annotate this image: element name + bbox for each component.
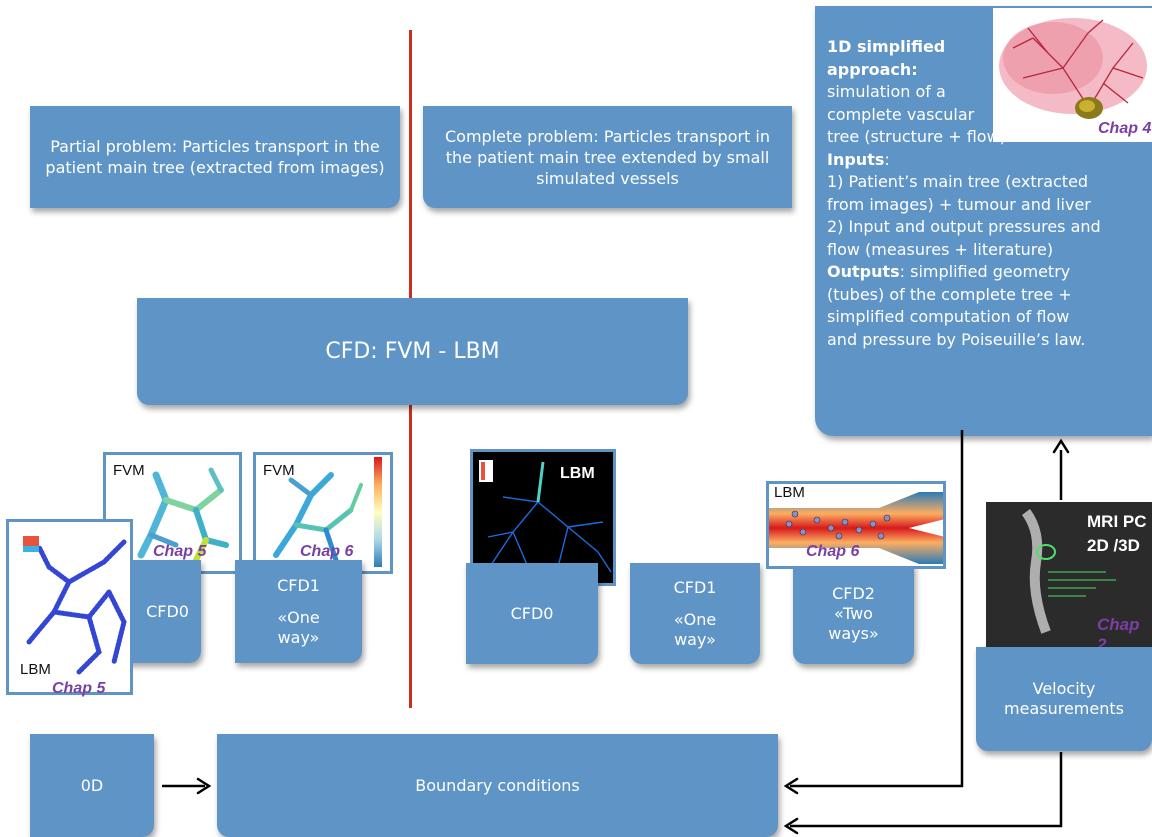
lbm-thumbnail-left bbox=[6, 519, 133, 695]
liver-vascular-image bbox=[993, 8, 1152, 142]
arrow-info-to-boundary bbox=[790, 430, 964, 788]
mid-cfd2-line2: «Two bbox=[834, 603, 873, 623]
output-line-3: simplified computation of flow bbox=[827, 307, 1070, 326]
input-2a: 2) Input and output pressures and bbox=[827, 217, 1101, 236]
fvm-label-1: FVM bbox=[113, 462, 145, 479]
approach-line-2: complete vascular bbox=[827, 104, 975, 124]
mri-scan-drawing bbox=[986, 502, 1152, 647]
fvm-thumbnail-1 bbox=[103, 452, 242, 574]
mri-label-2: 2D /3D bbox=[1087, 536, 1140, 555]
lbm-label-mid: LBM bbox=[560, 465, 595, 482]
velocity-line1: Velocity bbox=[1032, 679, 1096, 698]
input-1a: 1) Patient’s main tree (extracted bbox=[827, 172, 1089, 191]
cfd-method-box: CFD: FVM - LBM bbox=[137, 298, 688, 405]
mid-cfd0-box: CFD0 bbox=[466, 563, 598, 664]
mri-thumbnail bbox=[986, 502, 1152, 647]
lbm-flow-drawing bbox=[769, 492, 943, 564]
left-cfd1-line2: «One bbox=[277, 607, 320, 627]
velocity-line2: measurements bbox=[1004, 699, 1124, 718]
chap2-label: Chap 2 bbox=[1097, 615, 1140, 654]
mid-cfd1-line1: CFD1 bbox=[673, 577, 717, 597]
chap5-label-b: Chap 5 bbox=[52, 680, 106, 697]
left-cfd1-box: CFD1 «One way» bbox=[235, 560, 362, 663]
partial-problem-box: Partial problem: Particles transport in … bbox=[30, 106, 400, 208]
mid-cfd0-text: CFD0 bbox=[510, 604, 554, 623]
input-1b: from images) + tumour and liver bbox=[827, 194, 1091, 214]
liver-tree-drawing bbox=[999, 18, 1147, 119]
lbm-tree-drawing-mid bbox=[473, 452, 613, 583]
outputs-heading: Outputs: simplified geometry bbox=[827, 262, 1071, 281]
chap6-label-b: Chap 6 bbox=[806, 543, 860, 560]
complete-problem-text: Complete problem: Particles transport in… bbox=[444, 126, 770, 188]
mid-cfd1-line2: «One bbox=[673, 609, 717, 629]
lbm-tree-drawing-left bbox=[23, 536, 127, 675]
fvm-tree-drawing-1 bbox=[137, 467, 229, 563]
boundary-conditions-box: Boundary conditions bbox=[217, 734, 778, 837]
lbm-label-flow: LBM bbox=[774, 484, 805, 501]
left-cfd1-line3: way» bbox=[277, 627, 320, 647]
arrow-velocity-to-boundary bbox=[790, 752, 1063, 828]
mid-cfd1-box: CFD1 «One way» bbox=[630, 563, 760, 664]
fvm-label-2: FVM bbox=[263, 462, 295, 479]
mid-cfd2-line1: CFD2 bbox=[832, 583, 875, 603]
mid-cfd2-box: CFD2 «Two ways» bbox=[793, 563, 914, 664]
cfd-method-text: CFD: FVM - LBM bbox=[325, 339, 500, 364]
chap5-label-a: Chap 5 bbox=[153, 543, 207, 560]
divider-bottom bbox=[409, 405, 412, 708]
complete-problem-box: Complete problem: Particles transport in… bbox=[423, 106, 792, 208]
left-cfd0-text: CFD0 bbox=[146, 602, 189, 621]
approach-heading: 1D simplified approach: bbox=[827, 37, 946, 79]
mid-cfd1-line3: way» bbox=[674, 629, 716, 649]
0d-text: 0D bbox=[80, 776, 104, 795]
partial-problem-text: Partial problem: Particles transport in … bbox=[45, 137, 385, 177]
divider-top bbox=[409, 30, 412, 298]
left-cfd1-line1: CFD1 bbox=[277, 575, 320, 595]
output-line-4: and pressure by Poiseuille’s law. bbox=[827, 329, 1086, 349]
mri-label-1: MRI PC bbox=[1087, 512, 1147, 531]
fvm-thumbnail-2 bbox=[253, 452, 393, 574]
lbm-label-left: LBM bbox=[20, 661, 51, 678]
velocity-measurements-box: Velocity measurements bbox=[976, 647, 1152, 751]
0d-box: 0D bbox=[30, 734, 154, 837]
chap4-label: Chap 4 bbox=[1098, 120, 1152, 137]
lbm-thumbnail-flow bbox=[766, 481, 946, 569]
fvm-tree-drawing-2 bbox=[273, 457, 382, 567]
input-2b: flow (measures + literature) bbox=[827, 239, 1054, 259]
mid-cfd2-line3: ways» bbox=[828, 623, 879, 643]
approach-line-1: simulation of a bbox=[827, 82, 946, 101]
approach-line-3: tree (structure + flow) bbox=[827, 127, 1006, 146]
chap6-label-a: Chap 6 bbox=[300, 543, 354, 560]
output-line-2: (tubes) of the complete tree + bbox=[827, 284, 1072, 304]
inputs-heading: Inputs: bbox=[827, 149, 890, 169]
boundary-conditions-text: Boundary conditions bbox=[415, 776, 580, 795]
